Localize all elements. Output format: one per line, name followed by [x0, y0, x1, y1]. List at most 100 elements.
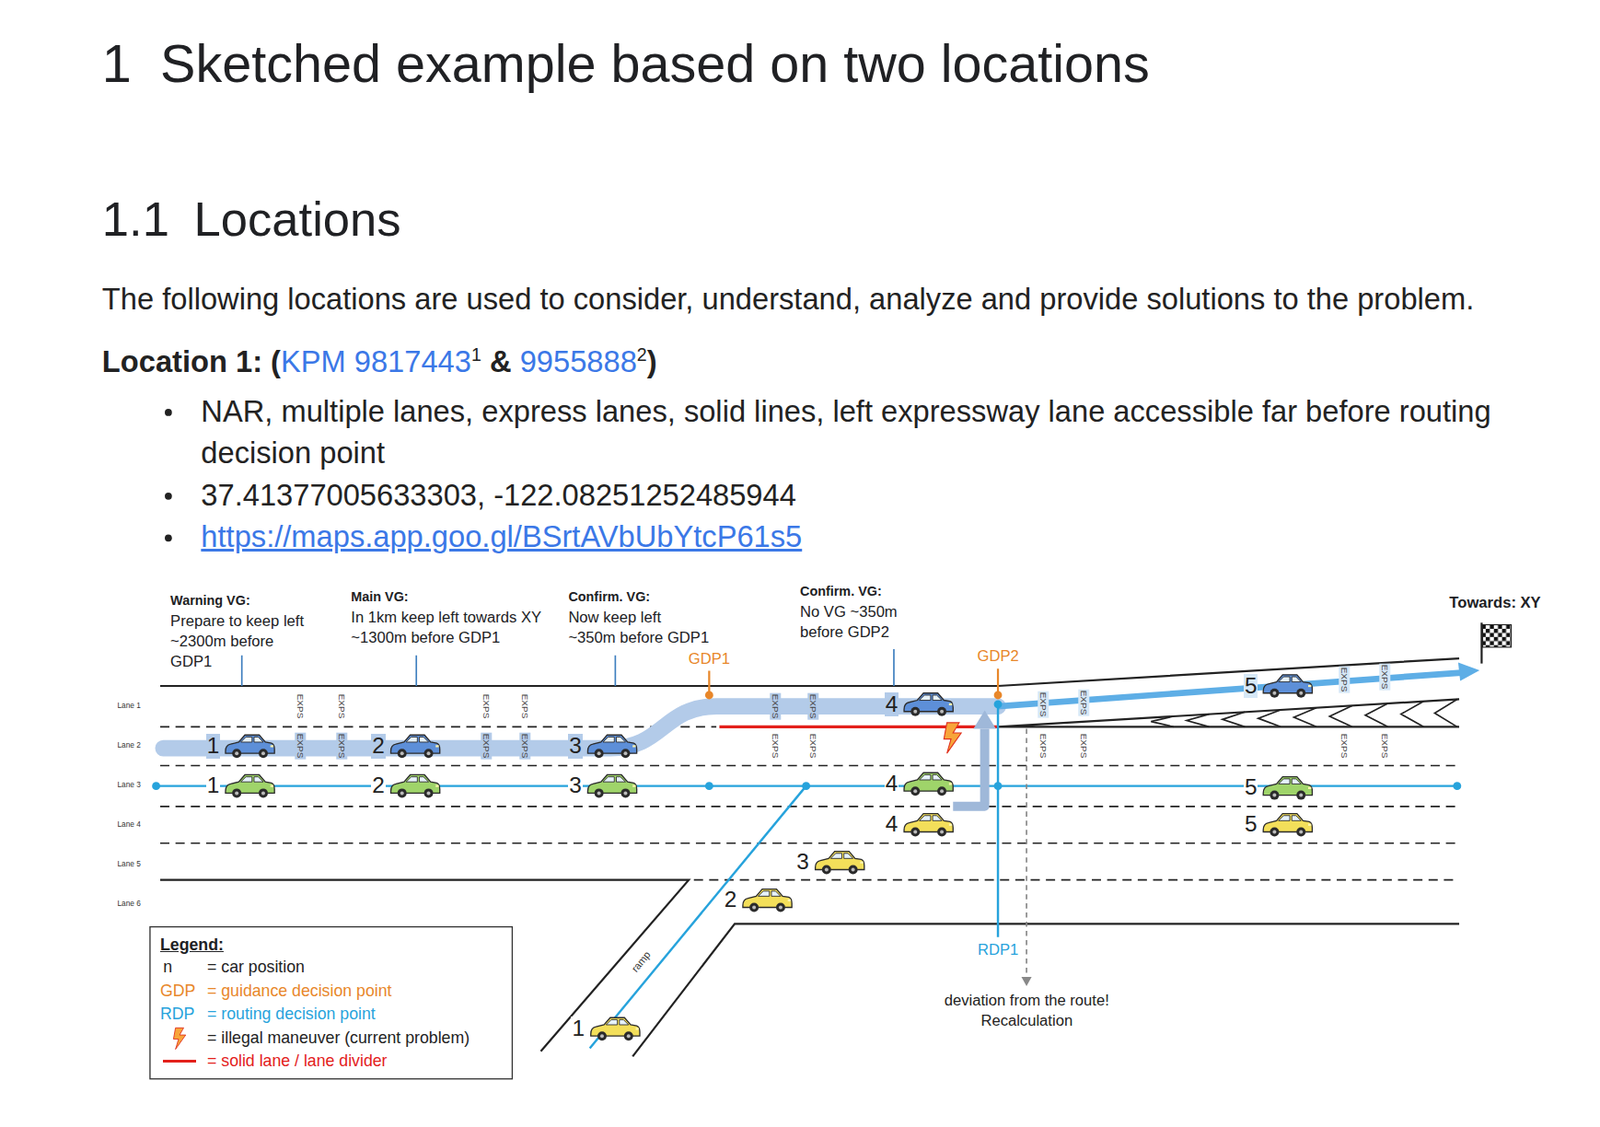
lane-marking-text: EXPS [1078, 688, 1090, 716]
car-position-number: 2 [371, 773, 386, 799]
lane-marking-text: EXPS [1379, 733, 1391, 759]
routing-dot [994, 781, 1003, 790]
deviation-arrowhead [1021, 976, 1032, 986]
routing-dot [801, 781, 811, 790]
car-blue [1263, 674, 1312, 698]
lane-marking-text: EXPS [336, 694, 348, 719]
lane-marking-text: EXPS [1339, 733, 1351, 759]
routing-dots [151, 700, 1461, 791]
lane-marking-text: EXPS [336, 732, 348, 760]
lane-marking-text: EXPS [1038, 690, 1050, 718]
footnote-mark: 1 [471, 344, 482, 365]
illegal-maneuver-arrow [952, 729, 985, 807]
legend-text: = solid lane / lane divider [207, 1051, 388, 1071]
legend-symbol: GDP [160, 981, 196, 1001]
car-green [904, 772, 953, 796]
car-green [225, 774, 275, 798]
page-title: Sketched example based on two locations [160, 32, 1150, 96]
lane-label: Lane 5 [116, 859, 140, 870]
section-number: 1 [102, 32, 132, 96]
car-green [1263, 776, 1312, 800]
car-green [587, 774, 637, 798]
lightning-icon [173, 1027, 186, 1049]
routing-dot [1452, 781, 1461, 790]
lane-marking-text: EXPS [481, 732, 493, 760]
car-blue [904, 693, 953, 717]
route-arrow [997, 672, 1461, 708]
ampersand: & [489, 344, 512, 379]
car-position-number: 1 [570, 1016, 586, 1042]
deviation-line [1025, 729, 1028, 977]
legend-text: = routing decision point [207, 1004, 376, 1024]
lane-marking-text: EXPS [1078, 733, 1090, 759]
route-arrowhead [1458, 662, 1480, 682]
lane-marking-text: EXPS [807, 693, 819, 720]
car-yellow [742, 889, 792, 913]
legend-text: = illegal maneuver (current problem) [207, 1028, 470, 1048]
car-yellow [1263, 813, 1312, 837]
car-position-number: 5 [1243, 775, 1259, 800]
link-text: 9955888 [520, 344, 638, 379]
lane-label: Lane 4 [116, 820, 140, 830]
gdp-tick [708, 668, 998, 696]
car-yellow [591, 1017, 640, 1041]
road-edge [160, 880, 1460, 1057]
car-blue [391, 734, 441, 758]
checkered-flag [1483, 625, 1512, 648]
car-position-number: 3 [568, 733, 583, 759]
illegal-maneuver-arrowhead [973, 710, 996, 730]
car-position-number: 4 [884, 692, 900, 718]
lane-marking-text: EXPS [295, 732, 307, 760]
location-line: Location 1: (KPM 98174431&99558882) [102, 336, 658, 380]
guidance-text: Now keep left ~350m before GDP1 [568, 607, 711, 649]
link-text: https://maps.app.goo.gl/BSrtAVbUbYtcP61s… [200, 518, 802, 555]
car-position-number: 1 [206, 733, 221, 759]
lane-marking-text: EXPS [295, 694, 307, 719]
legend-text: = car position [207, 957, 305, 977]
car-blue [225, 734, 275, 758]
deviation-note: deviation from the route! Recalculation [939, 990, 1114, 1032]
guidance-text: No VG ~350m before GDP2 [800, 602, 943, 643]
car-position-number: 4 [884, 811, 900, 837]
car-position-number: 3 [568, 773, 583, 799]
legend-heading: Legend: [160, 935, 224, 955]
bullet-dot [164, 533, 173, 542]
bullet-dot [164, 408, 173, 417]
road-edge [160, 658, 1460, 686]
lane-label: Lane 2 [116, 741, 140, 751]
bullet-text: NAR, multiple lanes, express lanes, soli… [200, 390, 1502, 475]
guidance-text: In 1km keep left towards XY ~1300m befor… [350, 607, 545, 649]
rdp-label: RDP1 [977, 940, 1019, 960]
gdp-dot [994, 691, 1003, 700]
legend-box [150, 927, 512, 1079]
car-blue [587, 734, 637, 758]
lane-marking-text: EXPS [520, 732, 532, 760]
gdp-label: GDP1 [688, 649, 731, 669]
lane-label: Lane 3 [116, 780, 140, 790]
legend-symbol: n [162, 957, 173, 977]
lane-marking-text: EXPS [769, 693, 781, 720]
guidance-heading: Warning VG: [170, 592, 251, 609]
gore-chevrons [1150, 699, 1458, 728]
guidance-heading: Confirm. VG: [568, 589, 650, 605]
link-text: KPM 9817443 [280, 344, 472, 379]
ramp-label: ramp [628, 948, 653, 974]
lightning-icon [943, 722, 962, 754]
car-position-number: 5 [1243, 673, 1259, 699]
bullet-text: 37.41377005633303, -122.08251252485944 [200, 476, 797, 513]
legend-symbol: RDP [160, 1004, 195, 1024]
car-position-number: 5 [1243, 811, 1259, 837]
car-yellow [904, 813, 953, 837]
routing-dot [705, 781, 714, 790]
lane-label: Lane 1 [116, 701, 140, 711]
lane-divider [160, 765, 1460, 880]
guidance-text: Prepare to keep left ~2300m before GDP1 [170, 611, 319, 673]
footnote-mark: 2 [637, 344, 648, 365]
car-position-number: 4 [884, 771, 900, 797]
location-label: Location 1: ( [102, 344, 281, 379]
lane-marking-text: EXPS [1379, 663, 1391, 691]
lane-marking-text: EXPS [481, 694, 493, 719]
leader-line [242, 649, 894, 686]
car-yellow [815, 851, 865, 875]
